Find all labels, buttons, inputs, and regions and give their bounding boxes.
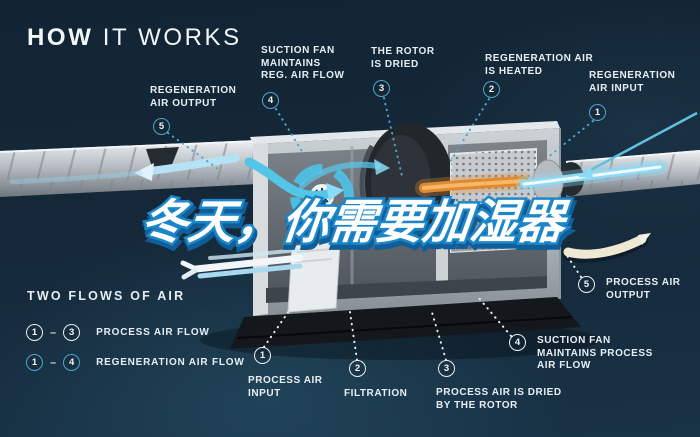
legend-heading: TWO FLOWS OF AIR	[27, 289, 186, 303]
callout-badge-1-regeneration: 1	[589, 104, 606, 121]
honeycomb-rotor	[450, 147, 537, 254]
right-spiral-duct	[558, 150, 700, 197]
heater-air-band	[415, 172, 533, 197]
left-spiral-duct	[0, 140, 258, 197]
title-word-light: IT WORKS	[102, 24, 242, 51]
headline-shadow: 冬天，你需要加湿器	[140, 199, 573, 254]
callout-badge-5-regeneration: 5	[153, 118, 170, 135]
regeneration-airflow-arrows	[9, 111, 698, 201]
legend-badge-regeneration-from: 1	[26, 354, 43, 371]
legend-dash: –	[50, 356, 57, 369]
callout-badge-1-process: 1	[254, 347, 271, 364]
process-air-input-swoosh	[180, 248, 304, 280]
callout-badge-3-process: 3	[438, 360, 455, 377]
legend-label-process: PROCESS AIR FLOW	[96, 327, 210, 338]
callout-badge-3-regeneration: 3	[373, 80, 390, 97]
rotor-drum	[359, 123, 453, 243]
base-plinth	[230, 297, 581, 349]
legend-badge-process-to: 3	[63, 324, 81, 341]
title-word-bold: HOW	[27, 24, 94, 51]
legend-dash: –	[50, 326, 57, 339]
headline-text: 冬天，你需要加湿器	[138, 195, 571, 250]
page-title: HOW IT WORKS	[27, 24, 242, 52]
callout-badge-2-process: 2	[349, 360, 366, 377]
legend-row-regeneration-air-flow: 1 – 4 REGENERATION AIR FLOW	[26, 354, 245, 371]
callout-label-filtration: FILTRATION	[344, 388, 408, 399]
callout-badge-4-regeneration: 4	[262, 92, 279, 109]
legend-badge-process-from: 1	[26, 324, 43, 341]
legend-label-regeneration: REGENERATION AIR FLOW	[96, 357, 245, 368]
legend-row-process-air-flow: 1 – 3 PROCESS AIR FLOW	[26, 324, 210, 341]
callout-badge-5-process: 5	[578, 276, 595, 293]
regeneration-leader-lines	[167, 97, 594, 177]
legend-badge-regeneration-to: 4	[63, 354, 81, 371]
process-air-output-swoosh	[562, 233, 651, 263]
process-leader-lines	[263, 253, 582, 361]
callout-badge-2-regeneration: 2	[483, 81, 500, 98]
callout-badge-4-process: 4	[509, 334, 526, 351]
